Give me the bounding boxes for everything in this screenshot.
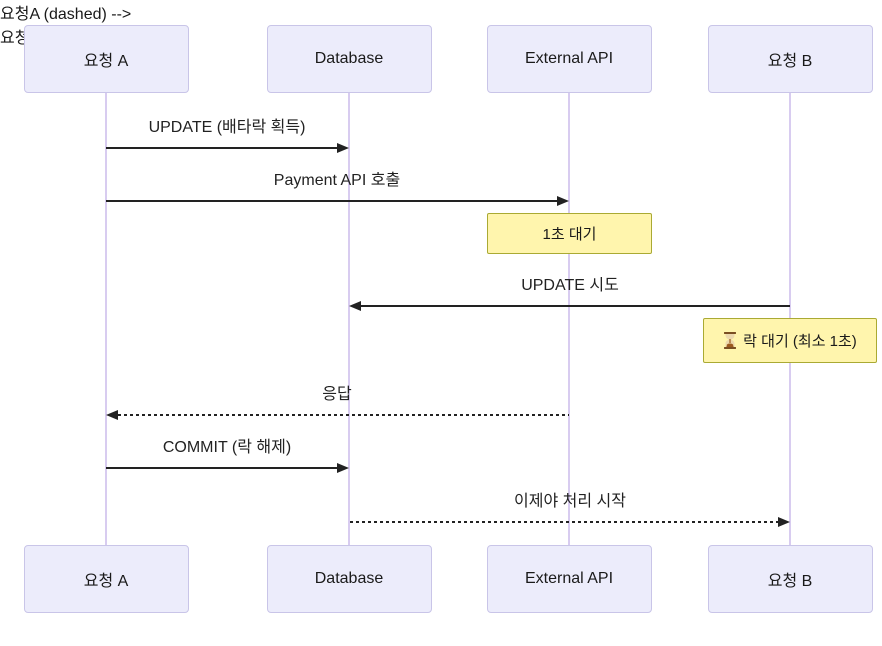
message-line (350, 521, 778, 523)
message-label: 이제야 처리 시작 (514, 493, 626, 510)
lifeline-external-api (568, 93, 570, 545)
actor-label: External API (524, 50, 614, 67)
note-wait-1s: 1초 대기 (487, 213, 652, 254)
arrowhead-left-icon (349, 301, 361, 311)
arrowhead-right-icon (557, 196, 569, 206)
message-label: UPDATE (배타락 획득) (148, 119, 306, 136)
actor-label: Database (314, 570, 384, 587)
note-lock-wait: 락 대기 (최소 1초) (703, 318, 877, 363)
actor-bottom-external-api: External API (486, 545, 652, 613)
actor-label: 요청 B (767, 53, 813, 70)
actor-label: 요청 A (83, 53, 129, 70)
message-label: COMMIT (락 해제) (162, 439, 292, 456)
actor-bottom-request-a: 요청 A (23, 545, 189, 613)
lifeline-database (348, 93, 350, 545)
actor-label: 요청 A (83, 573, 129, 590)
actor-bottom-database: Database (266, 545, 432, 613)
actor-bottom-request-b: 요청 B (707, 545, 873, 613)
actor-top-database: Database (266, 25, 432, 93)
note-label: 1초 대기 (542, 226, 597, 243)
actor-top-request-b: 요청 B (707, 25, 873, 93)
actor-label: External API (524, 570, 614, 587)
actor-label: Database (314, 50, 384, 67)
message-line (106, 147, 339, 149)
actor-top-external-api: External API (486, 25, 652, 93)
note-label: 락 대기 (최소 1초) (743, 333, 857, 350)
arrowhead-right-icon (778, 517, 790, 527)
message-line (106, 467, 339, 469)
arrowhead-right-icon (337, 143, 349, 153)
message-line (361, 305, 790, 307)
actor-label: 요청 B (767, 573, 813, 590)
lifeline-request-a (105, 93, 107, 545)
actor-top-request-a: 요청 A (23, 25, 189, 93)
arrowhead-left-icon (106, 410, 118, 420)
message-line (106, 200, 559, 202)
message-label: Payment API 호출 (273, 172, 401, 189)
message-line (118, 414, 569, 416)
arrowhead-right-icon (337, 463, 349, 473)
hourglass-icon (723, 332, 737, 349)
message-label: UPDATE 시도 (521, 277, 619, 294)
message-label: 응답 (322, 386, 352, 403)
